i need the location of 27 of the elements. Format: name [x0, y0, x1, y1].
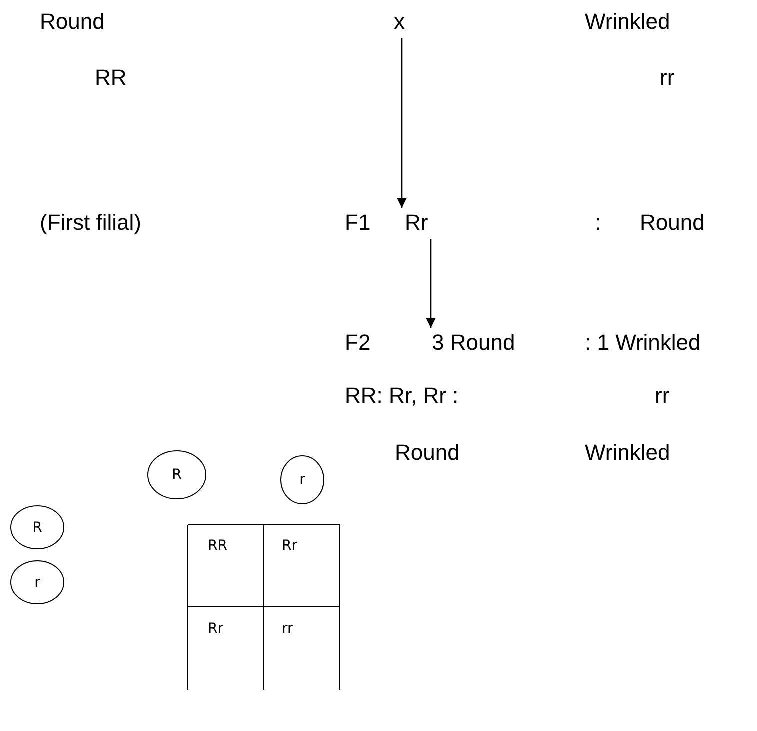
genotype-ratio: RR: Rr, Rr : [345, 383, 459, 409]
allele-circle: r [280, 455, 325, 505]
ratio-separator: : [595, 210, 602, 236]
punnett-cell-text: Rr [208, 620, 224, 638]
phenotype-label: Round [40, 9, 105, 35]
cross-symbol: x [394, 9, 405, 35]
phenotype-label: Wrinkled [585, 440, 670, 466]
phenotype-label: Round [395, 440, 460, 466]
genotype-label: rr [660, 65, 675, 91]
ratio-label: : 1 Wrinkled [585, 330, 701, 356]
generation-label: (First filial) [40, 210, 142, 236]
phenotype-label: Round [640, 210, 705, 236]
cross-text: Rr [405, 210, 428, 236]
cross-text: 3 Round [432, 330, 516, 356]
allele-circle: R [10, 505, 65, 550]
punnett-cell-text: rr [282, 620, 294, 638]
genotype-label: RR [95, 65, 127, 91]
allele-circle: R [147, 450, 207, 500]
arrow [426, 239, 436, 328]
punnett-cell-text: Rr [282, 537, 298, 555]
allele-circle: r [10, 560, 65, 605]
arrow [397, 38, 407, 208]
genotype-label: rr [655, 383, 670, 409]
generation-label: F2 [345, 330, 371, 356]
phenotype-label: Wrinkled [585, 9, 670, 35]
generation-label: F1 [345, 210, 371, 236]
punnett-cell-text: RR [208, 537, 228, 555]
